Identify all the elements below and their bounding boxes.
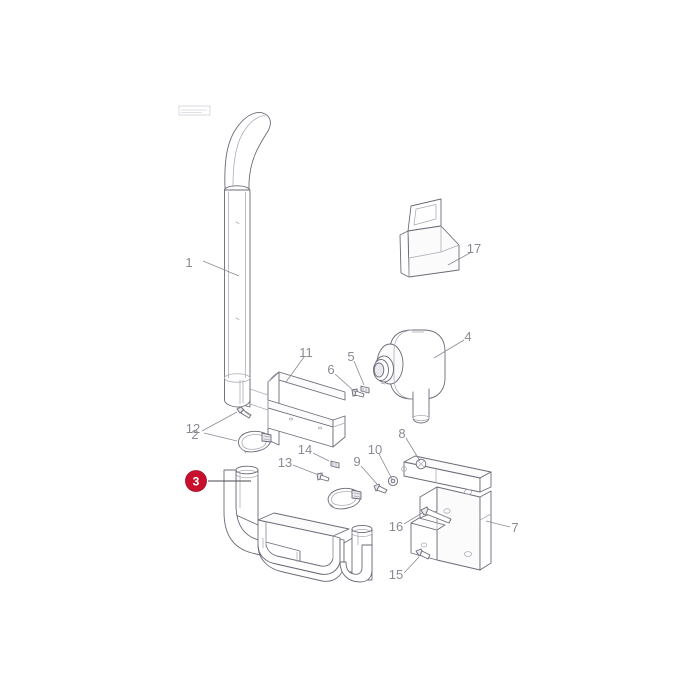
part-hose-clamp-upper[interactable] xyxy=(238,430,272,454)
callout-leaders xyxy=(201,252,511,574)
leader-14 xyxy=(312,452,330,462)
callout-3-label: 3 xyxy=(193,475,200,489)
leader-16 xyxy=(403,512,423,525)
fastener-bolt-9[interactable] xyxy=(373,483,388,494)
fastener-bolt-13[interactable] xyxy=(316,472,330,482)
callout-7[interactable]: 7 xyxy=(511,520,518,535)
callout-4[interactable]: 4 xyxy=(464,329,471,344)
callout-1[interactable]: 1 xyxy=(185,255,192,270)
callout-15[interactable]: 15 xyxy=(389,567,403,582)
callout-8[interactable]: 8 xyxy=(398,426,405,441)
leader-17 xyxy=(447,252,471,266)
leader-5 xyxy=(353,360,365,386)
leader-2 xyxy=(203,432,238,442)
callout-17[interactable]: 17 xyxy=(467,241,481,256)
leader-6 xyxy=(334,373,356,393)
fastener-washer-14[interactable] xyxy=(330,460,340,469)
callout-13[interactable]: 13 xyxy=(278,455,292,470)
part-support-bracket-17[interactable] xyxy=(399,198,460,278)
callout-12[interactable]: 12 xyxy=(186,421,200,436)
callout-10[interactable]: 10 xyxy=(368,442,382,457)
fastener-bolt-16[interactable] xyxy=(420,506,452,524)
leader-4 xyxy=(433,339,465,359)
leader-9 xyxy=(360,465,378,485)
fastener-bolt-15[interactable] xyxy=(415,548,431,560)
part-heat-shield-channel[interactable] xyxy=(249,371,346,448)
leader-1 xyxy=(202,260,240,277)
callout-2[interactable]: 2 xyxy=(191,427,198,442)
callout-16[interactable]: 16 xyxy=(389,519,403,534)
part-exhaust-stack-pipe[interactable] xyxy=(224,112,271,408)
part-hose-clamp-lower[interactable] xyxy=(327,487,362,510)
fastener-washer-5[interactable] xyxy=(360,385,370,394)
callout-3-highlighted[interactable]: 3 xyxy=(185,470,207,492)
leader-13 xyxy=(292,464,317,475)
fastener-washer-small[interactable] xyxy=(401,466,407,472)
callout-9[interactable]: 9 xyxy=(353,454,360,469)
callout-labels: 1 2 4 5 6 7 8 9 10 11 12 13 14 15 16 17 xyxy=(185,241,518,582)
callout-6[interactable]: 6 xyxy=(327,362,334,377)
leader-10 xyxy=(378,453,393,480)
callout-5[interactable]: 5 xyxy=(347,349,354,364)
fastener-bolt-12[interactable] xyxy=(236,406,252,419)
part-exhaust-elbow-manifold[interactable] xyxy=(223,465,373,583)
drawing-tag-label xyxy=(178,105,211,116)
callout-11[interactable]: 11 xyxy=(299,345,313,360)
leader-8 xyxy=(405,437,421,462)
leader-11 xyxy=(285,356,305,383)
fastener-washer-10[interactable] xyxy=(387,475,399,487)
leader-7 xyxy=(485,520,511,528)
fastener-bolt-8[interactable] xyxy=(415,458,427,470)
part-silencer-muffler[interactable] xyxy=(373,329,446,424)
leader-15 xyxy=(403,556,420,574)
callout-14[interactable]: 14 xyxy=(298,442,312,457)
leader-12 xyxy=(201,411,238,432)
